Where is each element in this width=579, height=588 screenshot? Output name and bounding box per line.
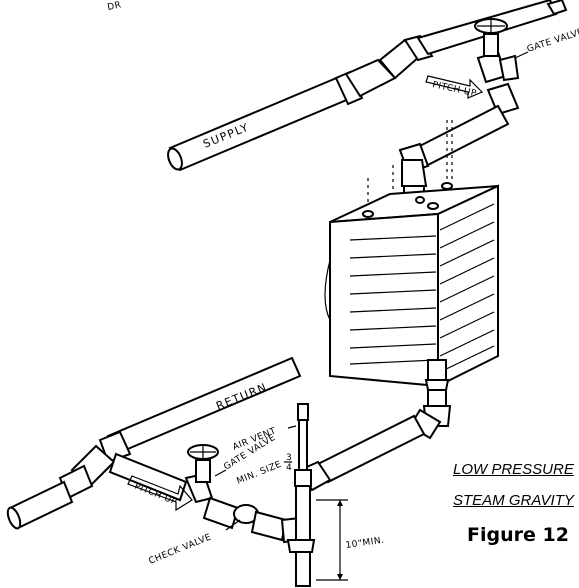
min-height-dimension: 10"MIN.: [316, 499, 385, 581]
svg-text:3: 3: [286, 453, 292, 463]
svg-text:4: 4: [286, 463, 292, 473]
caption-line-2: STEAM GRAVITY: [453, 492, 574, 509]
unit-heater: [324, 182, 499, 388]
supply-elbow-riser: [344, 38, 422, 98]
gate-valve-top: [474, 18, 520, 84]
check-valve-leader: [225, 519, 241, 531]
svg-text:PITCH UP: PITCH UP: [431, 80, 477, 99]
return-left-elbow: [6, 430, 132, 530]
check-valve-label: CHECK VALVE: [147, 532, 213, 566]
air-vent-leader: [287, 425, 297, 429]
hanger-dashes: [367, 120, 453, 210]
heater-return-drop: [298, 359, 452, 492]
supply-main-pipe: [167, 72, 358, 172]
svg-text:10"MIN.: 10"MIN.: [345, 536, 385, 551]
air-vent-riser: [286, 403, 316, 587]
gate-valve-top-leader: [514, 51, 529, 59]
figure-number: Figure 12: [467, 524, 569, 546]
svg-text:MIN. SIZE: MIN. SIZE: [235, 460, 283, 487]
gate-valve-bottom: [187, 444, 219, 483]
gate-valve-top-label: GATE VALVE: [526, 27, 579, 55]
caption-line-1: LOW PRESSURE: [453, 461, 574, 478]
top-label-fragment: DR: [107, 0, 123, 13]
check-valve: [202, 496, 304, 544]
gate-valve-bottom-leader: [214, 469, 227, 477]
pitch-up-arrow-top: PITCH UP: [425, 75, 484, 99]
